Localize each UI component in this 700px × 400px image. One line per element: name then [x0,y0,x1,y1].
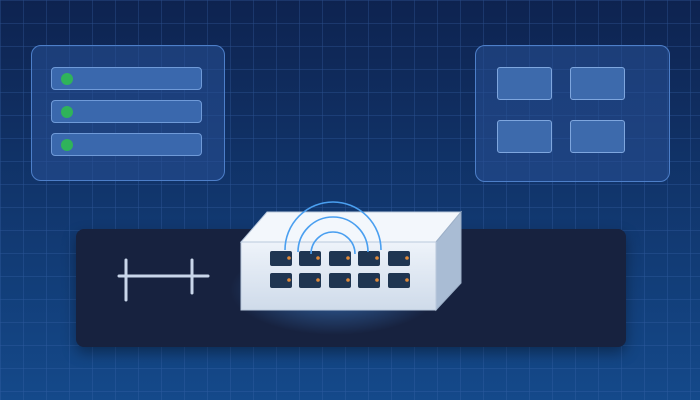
status-dot-icon [61,73,73,85]
tile [570,120,625,153]
network-switch-icon [239,210,463,312]
tile-grid-panel [475,45,670,182]
list-item [51,67,202,90]
switch-port-row [270,251,410,266]
tile [497,67,552,100]
tile [497,120,552,153]
device-list-panel [31,45,225,181]
tile [570,67,625,100]
status-dot-icon [61,139,73,151]
wifi-signal-icon [284,201,382,255]
list-item [51,100,202,123]
switch-port-row [270,273,410,288]
list-item [51,133,202,156]
status-dot-icon [61,106,73,118]
rack-rail-icon [117,258,210,302]
